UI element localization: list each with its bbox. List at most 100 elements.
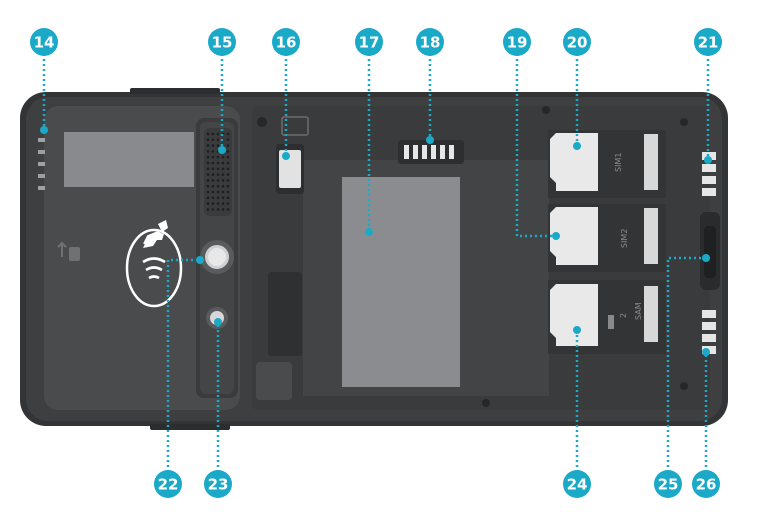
speaker-hole bbox=[206, 138, 210, 142]
speaker-hole bbox=[211, 202, 215, 205]
left-cover-panel bbox=[38, 106, 240, 410]
callout-22: 22 bbox=[154, 470, 182, 498]
speaker-hole bbox=[211, 161, 215, 165]
speaker-hole bbox=[226, 196, 230, 200]
svg-text:19: 19 bbox=[507, 34, 528, 52]
speaker-hole bbox=[206, 208, 210, 211]
speaker-hole bbox=[226, 179, 230, 182]
sam-number-label: 2 bbox=[619, 313, 628, 318]
speaker-hole bbox=[226, 144, 230, 147]
speaker-hole bbox=[211, 179, 215, 182]
speaker-hole bbox=[226, 132, 230, 136]
speaker-hole bbox=[221, 155, 225, 159]
speaker-hole bbox=[211, 173, 215, 176]
speaker-hole bbox=[211, 190, 215, 194]
speaker-hole bbox=[216, 144, 220, 147]
speaker-hole bbox=[211, 184, 215, 188]
speaker-hole bbox=[206, 150, 210, 153]
battery-connector bbox=[398, 140, 464, 164]
speaker-hole bbox=[216, 196, 220, 200]
speaker-hole bbox=[216, 179, 220, 182]
leader-end-dots bbox=[40, 126, 712, 356]
card-insert-icon bbox=[57, 241, 80, 261]
speaker-hole bbox=[216, 184, 220, 188]
speaker-hole bbox=[216, 155, 220, 159]
leader-25 bbox=[666, 256, 706, 472]
callout-16: 16 bbox=[272, 28, 300, 56]
svg-text:22: 22 bbox=[158, 476, 179, 494]
speaker-hole bbox=[226, 190, 230, 194]
callout-24: 24 bbox=[563, 470, 591, 498]
svg-text:18: 18 bbox=[420, 34, 441, 52]
speaker-hole bbox=[211, 196, 215, 200]
speaker-hole bbox=[211, 155, 215, 159]
callout-17: 17 bbox=[355, 28, 383, 56]
svg-text:23: 23 bbox=[208, 476, 229, 494]
speaker-hole bbox=[206, 173, 210, 176]
sim1-slot: SIM1 bbox=[548, 130, 666, 198]
speaker-hole bbox=[211, 138, 215, 142]
speaker-hole bbox=[221, 208, 225, 211]
speaker-hole bbox=[221, 196, 225, 200]
speaker-hole bbox=[216, 190, 220, 194]
speaker-hole bbox=[206, 167, 210, 171]
speaker-hole bbox=[226, 184, 230, 188]
svg-text:24: 24 bbox=[567, 476, 588, 494]
speaker-hole bbox=[216, 167, 220, 171]
speaker-hole bbox=[221, 184, 225, 188]
sim2-label: SIM2 bbox=[620, 229, 629, 248]
speaker-hole bbox=[211, 132, 215, 136]
callout-21: 21 bbox=[694, 28, 722, 56]
camera-flash bbox=[206, 307, 228, 329]
sim2-slot: SIM2 bbox=[548, 204, 666, 272]
svg-text:15: 15 bbox=[212, 34, 233, 52]
speaker-hole bbox=[221, 202, 225, 205]
leader-lines bbox=[42, 54, 710, 472]
svg-text:25: 25 bbox=[658, 476, 679, 494]
leader-19 bbox=[515, 54, 556, 238]
nfc-contactless-icon bbox=[125, 220, 183, 308]
speaker-hole bbox=[221, 161, 225, 165]
speaker-hole bbox=[226, 173, 230, 176]
speaker-hole bbox=[226, 150, 230, 153]
svg-text:16: 16 bbox=[276, 34, 297, 52]
speaker-hole bbox=[206, 161, 210, 165]
speaker-hole bbox=[206, 184, 210, 188]
callout-23: 23 bbox=[204, 470, 232, 498]
speaker-hole bbox=[206, 190, 210, 194]
speaker-hole bbox=[206, 132, 210, 136]
svg-text:21: 21 bbox=[698, 34, 719, 52]
callout-25: 25 bbox=[654, 470, 682, 498]
svg-text:17: 17 bbox=[359, 34, 380, 52]
speaker-hole bbox=[206, 144, 210, 147]
leader-22 bbox=[166, 258, 200, 472]
rear-camera bbox=[200, 240, 234, 274]
speaker-hole bbox=[206, 179, 210, 182]
speaker-hole bbox=[226, 167, 230, 171]
speaker-hole bbox=[221, 190, 225, 194]
speaker-grille-holes bbox=[206, 132, 230, 211]
speaker-hole bbox=[206, 196, 210, 200]
card-slots: SIM1 SIM2 2 SAM bbox=[548, 130, 666, 354]
speaker-hole bbox=[206, 202, 210, 205]
speaker-hole bbox=[216, 161, 220, 165]
speaker-hole bbox=[216, 208, 220, 211]
speaker-hole bbox=[211, 167, 215, 171]
speaker-hole bbox=[216, 138, 220, 142]
speaker-hole bbox=[211, 150, 215, 153]
sim1-label: SIM1 bbox=[614, 153, 623, 172]
svg-text:14: 14 bbox=[34, 34, 55, 52]
speaker-hole bbox=[211, 144, 215, 147]
speaker-hole bbox=[216, 132, 220, 136]
speaker-hole bbox=[211, 208, 215, 211]
callout-20: 20 bbox=[563, 28, 591, 56]
sam-label: SAM bbox=[634, 302, 643, 320]
callout-15: 15 bbox=[208, 28, 236, 56]
speaker-hole bbox=[226, 161, 230, 165]
callout-18: 18 bbox=[416, 28, 444, 56]
speaker-hole bbox=[226, 138, 230, 142]
camera-strip bbox=[196, 118, 238, 398]
speaker-hole bbox=[216, 173, 220, 176]
callout-14: 14 bbox=[30, 28, 58, 56]
